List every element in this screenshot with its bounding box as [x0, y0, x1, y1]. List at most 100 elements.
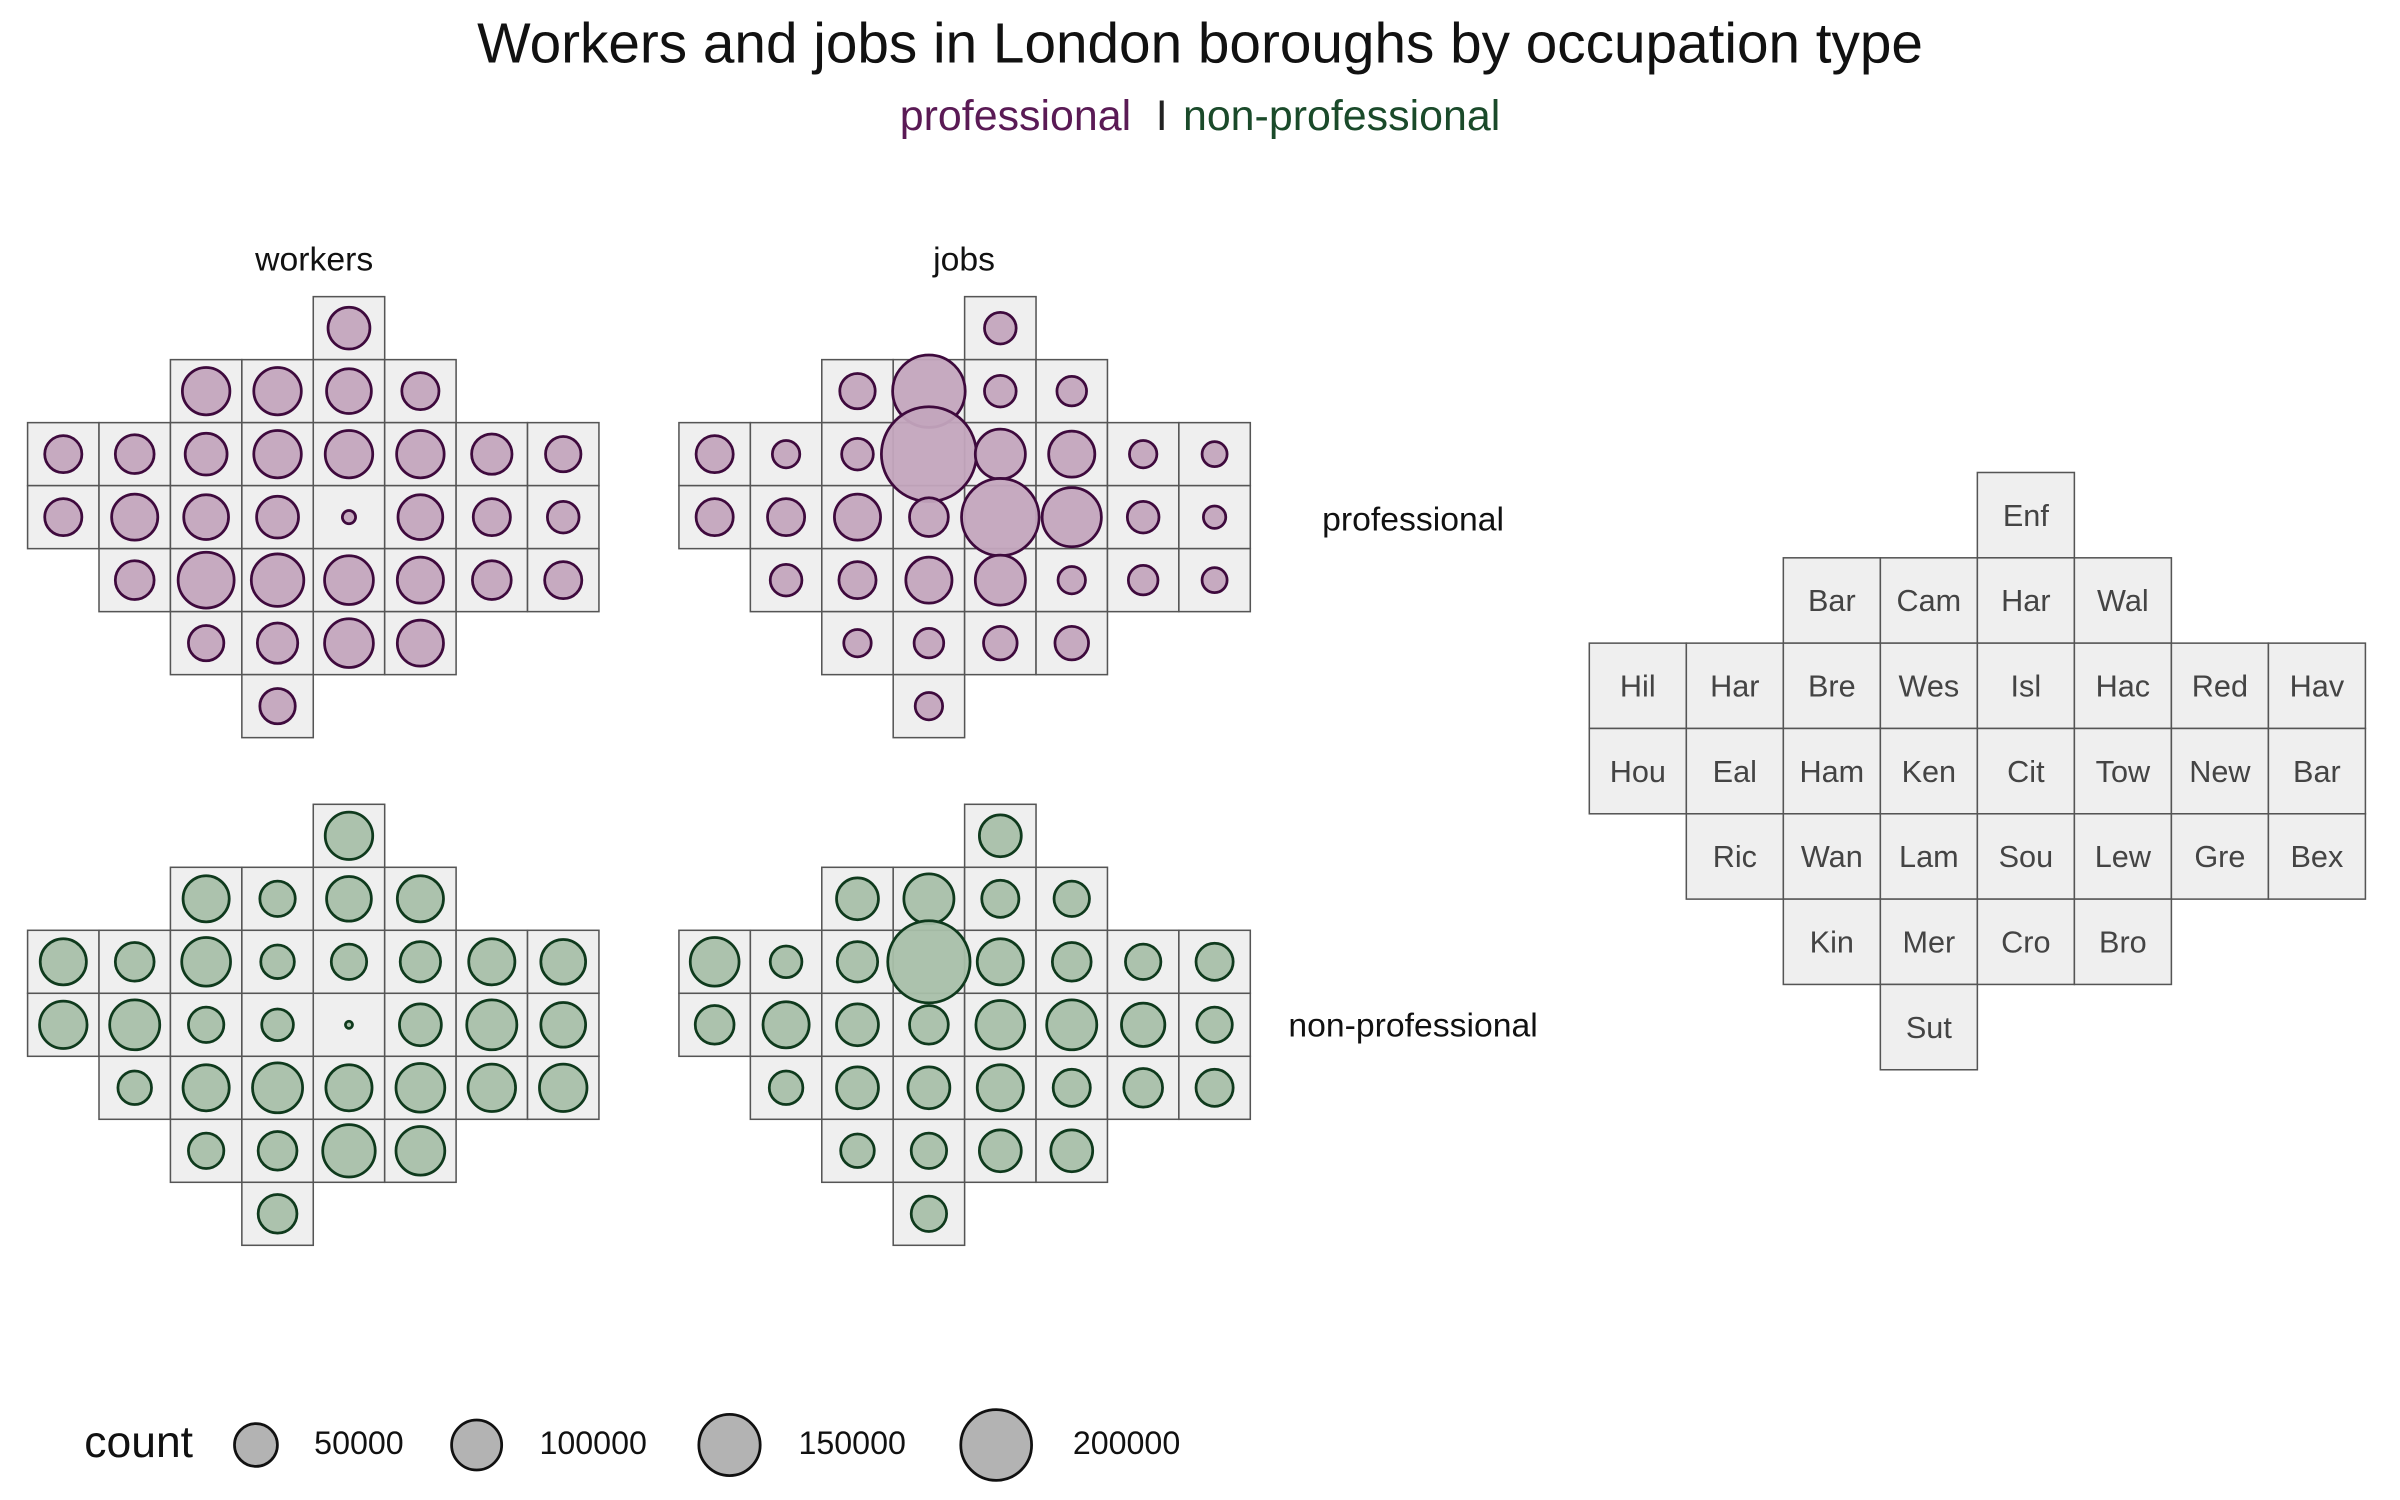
workers-professional-bubble-lew [395, 555, 445, 605]
workers-professional-bubble-tow [396, 493, 445, 541]
legend-title: count [84, 1419, 194, 1468]
workers-professional-bubble-gre [471, 559, 513, 601]
key-tile-label-isl: Isl [2011, 670, 2042, 704]
jobs-professional-bubble-hav [1200, 440, 1229, 469]
workers-nonprofessional-bubble-cit [344, 1019, 354, 1030]
key-tile-isl [1976, 642, 2076, 730]
jobs-nonprofessional-bubble-ken [908, 1004, 950, 1046]
key-tile-label-cit: Cit [2007, 755, 2045, 789]
key-tile-label-hac: Hac [2096, 670, 2150, 704]
legend-label-100000: 100000 [539, 1426, 647, 1462]
key-tile-ken [1879, 727, 1979, 815]
workers-professional-bubble-hou [43, 497, 84, 538]
key-tile-hil [1588, 642, 1688, 730]
key-tile-label-kin: Kin [1810, 926, 1854, 960]
key-tile-hou [1588, 727, 1688, 815]
key-tile-label-ken: Ken [1902, 755, 1957, 789]
jobs-nonprofessional-bubble-enf [977, 813, 1023, 859]
legend-bubble-50000 [233, 1422, 279, 1468]
key-tile-har [1685, 642, 1785, 730]
key-tile-label-tow: Tow [2096, 755, 2151, 789]
key-tile-label-lew: Lew [2095, 840, 2152, 874]
workers-nonprofessional-bubble-sou [324, 1063, 374, 1113]
key-tile-label-cam: Cam [1896, 584, 1961, 618]
jobs-nonprofessional-bubble-red [1124, 942, 1163, 981]
workers-professional-bubble-new [471, 497, 512, 538]
key-tile-label-har: Har [2001, 584, 2050, 618]
workers-nonprofessional-bubble-bar [539, 1001, 588, 1049]
workers-professional-bubble-ham [182, 493, 230, 541]
jobs-nonprofessional-bubble-hav [1194, 941, 1235, 982]
jobs-nonprofessional-bubble-lam [906, 1065, 952, 1111]
workers-professional-bubble-bar [546, 499, 581, 535]
key-tile-label-eal: Eal [1713, 755, 1757, 789]
key-tile-label-bar: Bar [2293, 755, 2341, 789]
workers-nonprofessional-bubble-enf [323, 810, 375, 861]
key-tile-ric [1685, 813, 1785, 900]
row-label-non-professional: non-professional [1288, 1006, 1538, 1045]
workers-nonprofessional-bubble-bex [538, 1062, 589, 1113]
workers-nonprofessional-bubble-tow [398, 1002, 443, 1048]
workers-professional-bubble-mer [255, 621, 300, 665]
workers-professional-bubble-lam [249, 552, 306, 608]
jobs-professional-bubble-har [770, 439, 802, 470]
jobs-professional-bubble-red [1128, 439, 1159, 470]
jobs-nonprofessional-bubble-wal [1052, 879, 1091, 918]
key-tile-label-ham: Ham [1799, 755, 1864, 789]
jobs-nonprofessional-bubble-har [980, 878, 1021, 919]
jobs-nonprofessional-bubble-sut [909, 1194, 948, 1233]
legend-label-150000: 150000 [798, 1426, 906, 1462]
chart-title: Workers and jobs in London boroughs by o… [477, 12, 1923, 75]
key-tile-bar [1782, 557, 1882, 644]
workers-nonprofessional-bubble-har [325, 875, 373, 923]
jobs-professional-bubble-har [983, 373, 1018, 409]
workers-nonprofessional-bubble-sut [256, 1193, 299, 1235]
jobs-nonprofessional-bubble-ric [767, 1069, 805, 1106]
key-tile-hav [2267, 642, 2367, 730]
jobs-nonprofessional-bubble-wes [886, 919, 972, 1005]
workers-nonprofessional-bubble-kin [187, 1131, 226, 1170]
workers-professional-bubble-sou [323, 554, 375, 606]
key-tile-label-sut: Sut [1906, 1011, 1952, 1045]
legend-bubble-100000 [450, 1418, 504, 1472]
workers-nonprofessional-bubble-lam [251, 1061, 304, 1115]
jobs-nonprofessional-bubble-bar [835, 876, 880, 922]
workers-nonprofessional-bubble-hil [38, 937, 88, 987]
jobs-professional-bubble-bar [838, 372, 877, 411]
legend-label-50000: 50000 [314, 1426, 404, 1462]
key-tile-label-hav: Hav [2290, 670, 2345, 704]
jobs-professional-bubble-isl [973, 427, 1027, 481]
workers-professional-bubble-cam [252, 366, 303, 417]
jobs-professional-bubble-bex [1200, 566, 1229, 595]
key-tile-sou [1976, 813, 2076, 900]
workers-professional-bubble-har [113, 433, 156, 475]
key-tile-gre [2170, 813, 2270, 900]
key-tile-label-lam: Lam [1899, 840, 1959, 874]
workers-professional-bubble-ric [113, 559, 156, 601]
workers-professional-bubble-kin [187, 624, 226, 663]
workers-professional-bubble-isl [323, 429, 375, 480]
jobs-professional-bubble-cit [960, 477, 1041, 558]
workers-professional-bubble-bre [183, 431, 229, 477]
workers-professional-bubble-wal [400, 371, 441, 412]
key-tile-har [1976, 557, 2076, 644]
workers-nonprofessional-bubble-new [465, 998, 519, 1052]
workers-nonprofessional-bubble-hou [38, 999, 89, 1050]
key-tile-label-wan: Wan [1801, 840, 1863, 874]
jobs-nonprofessional-bubble-cit [974, 999, 1027, 1051]
jobs-nonprofessional-bubble-bro [1049, 1128, 1095, 1174]
jobs-professional-bubble-lew [1056, 565, 1087, 596]
key-tile-wal [2073, 557, 2173, 644]
key-tile-bre [1782, 642, 1882, 730]
workers-nonprofessional-bubble-ric [116, 1069, 153, 1106]
key-tile-label-bex: Bex [2291, 840, 2344, 874]
jobs-professional-bubble-enf [983, 310, 1018, 346]
jobs-professional-bubble-hou [694, 497, 735, 538]
key-tile-lam [1879, 813, 1979, 900]
workers-nonprofessional-bubble-hac [398, 940, 442, 984]
jobs-nonprofessional-bubble-har [768, 944, 804, 979]
jobs-nonprofessional-bubble-bar [1195, 1005, 1234, 1044]
legend-bubble-200000 [959, 1408, 1033, 1482]
